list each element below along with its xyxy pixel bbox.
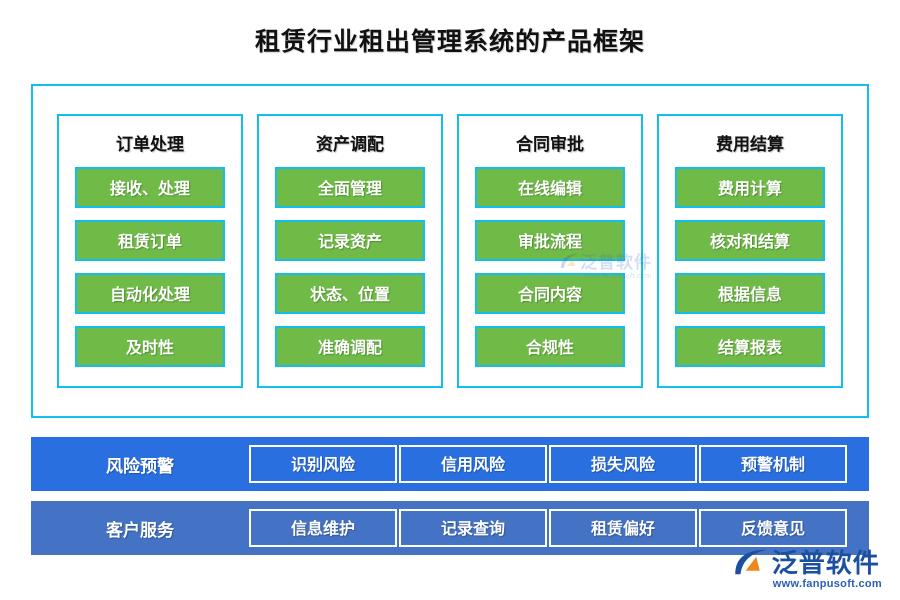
- band-item[interactable]: 信息维护: [249, 509, 397, 547]
- band-item[interactable]: 租赁偏好: [549, 509, 697, 547]
- framework-column-order-processing: 订单处理 接收、处理 租赁订单 自动化处理 及时性: [57, 114, 243, 388]
- band-items: 信息维护 记录查询 租赁偏好 反馈意见: [233, 509, 853, 547]
- column-item[interactable]: 准确调配: [275, 326, 425, 367]
- band-item[interactable]: 预警机制: [699, 445, 847, 483]
- column-title: 合同审批: [516, 135, 584, 154]
- band-item[interactable]: 记录查询: [399, 509, 547, 547]
- column-item[interactable]: 记录资产: [275, 220, 425, 261]
- brand-url: www.fanpusoft.com: [772, 578, 882, 590]
- band-item[interactable]: 信用风险: [399, 445, 547, 483]
- column-item[interactable]: 费用计算: [675, 167, 825, 208]
- column-title: 订单处理: [116, 135, 184, 154]
- column-item[interactable]: 核对和结算: [675, 220, 825, 261]
- brand-logo-row: 泛普软件: [733, 543, 880, 580]
- column-item[interactable]: 根据信息: [675, 273, 825, 314]
- column-item[interactable]: 租赁订单: [75, 220, 225, 261]
- brand-logo: 泛普软件 www.fanpusoft.com: [733, 543, 882, 590]
- column-title: 资产调配: [316, 135, 384, 154]
- column-item[interactable]: 合同内容: [475, 273, 625, 314]
- column-item[interactable]: 及时性: [75, 326, 225, 367]
- column-item[interactable]: 结算报表: [675, 326, 825, 367]
- framework-column-contract-approval: 合同审批 在线编辑 审批流程 合同内容 合规性: [457, 114, 643, 388]
- column-item[interactable]: 接收、处理: [75, 167, 225, 208]
- band-item[interactable]: 识别风险: [249, 445, 397, 483]
- column-item[interactable]: 审批流程: [475, 220, 625, 261]
- column-item[interactable]: 合规性: [475, 326, 625, 367]
- framework-column-asset-allocation: 资产调配 全面管理 记录资产 状态、位置 准确调配: [257, 114, 443, 388]
- band-customer-service: 客户服务 信息维护 记录查询 租赁偏好 反馈意见: [31, 501, 869, 555]
- band-item[interactable]: 反馈意见: [699, 509, 847, 547]
- band-label: 风险预警: [106, 456, 174, 476]
- framework-column-fee-settlement: 费用结算 费用计算 核对和结算 根据信息 结算报表: [657, 114, 843, 388]
- band-item[interactable]: 损失风险: [549, 445, 697, 483]
- column-item[interactable]: 全面管理: [275, 167, 425, 208]
- band-risk-warning: 风险预警 识别风险 信用风险 损失风险 预警机制: [31, 437, 869, 491]
- framework-column-row: 订单处理 接收、处理 租赁订单 自动化处理 及时性 资产调配 全面管理 记录资产…: [33, 86, 867, 416]
- column-title: 费用结算: [716, 135, 784, 154]
- fanpu-logo-icon: [735, 549, 767, 574]
- column-item[interactable]: 自动化处理: [75, 273, 225, 314]
- band-label: 客户服务: [106, 520, 174, 540]
- page-title: 租赁行业租出管理系统的产品框架: [254, 28, 645, 56]
- framework-panel: 订单处理 接收、处理 租赁订单 自动化处理 及时性 资产调配 全面管理 记录资产…: [31, 84, 869, 418]
- band-items: 识别风险 信用风险 损失风险 预警机制: [233, 445, 853, 483]
- column-item[interactable]: 状态、位置: [275, 273, 425, 314]
- column-item[interactable]: 在线编辑: [475, 167, 625, 208]
- brand-name: 泛普软件: [771, 548, 880, 578]
